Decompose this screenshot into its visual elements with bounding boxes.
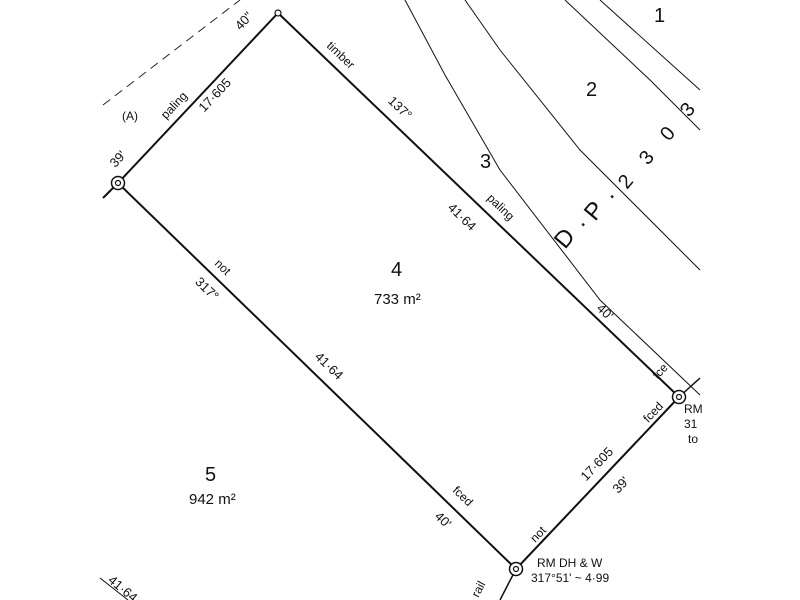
plan-ref-digit-3b: 3 [676, 99, 700, 122]
lot-number-2: 2 [586, 79, 597, 101]
sw-length: 41·64 [312, 349, 346, 383]
east-rm-line1: RM [684, 402, 703, 416]
corner-mark-east [671, 389, 687, 405]
west-corner-mark-a: (A) [122, 109, 138, 123]
east-rm-line3: to [688, 432, 698, 446]
sw-fence-not: not [212, 256, 234, 278]
lot5-edge-line [99, 577, 129, 600]
west-corner-bearing: 39' [106, 148, 129, 171]
se-fence-fce: fce [650, 360, 671, 381]
lot5-area: 942 m² [189, 491, 236, 508]
rail-label: rail [469, 579, 489, 600]
se-fence-not: not [527, 523, 549, 545]
sw-bearing-min: 40' [432, 508, 455, 531]
nw-bearing-sec: 40" [232, 9, 256, 33]
lot-number-4: 4 [391, 259, 402, 281]
plan-ref-dot2: . [595, 181, 620, 203]
plan-ref-digit-0: 0 [656, 123, 680, 146]
plan-ref-digit-3a: 3 [635, 147, 659, 170]
se-fence-fced: fced [640, 399, 666, 425]
ne-bearing: 137° [385, 93, 415, 122]
dashed-boundary-line [102, 0, 241, 106]
lot5-edge-length: 41·64 [105, 572, 140, 600]
nw-fence-paling: paling [158, 89, 190, 122]
lot-number-1: 1 [654, 5, 665, 27]
ne-fence-paling: paling [484, 191, 517, 223]
south-rm-line2: 317°51' ~ 4·99 [531, 571, 609, 585]
adjoining-lot-lines [404, 0, 701, 396]
lot4-boundary [102, 12, 701, 600]
plan-ref-digit-2: 2 [614, 171, 638, 194]
ne-length: 41·64 [445, 200, 479, 234]
lot-number-3: 3 [480, 151, 491, 173]
plan-ref-d: D [549, 223, 581, 254]
se-length: 17·605 [577, 444, 616, 484]
deposited-plan-ref: D . P . 2 3 0 3 [549, 99, 700, 254]
sw-fence-fced: fced [450, 483, 476, 509]
lot-number-5: 5 [205, 464, 216, 486]
se-bearing: 39' [609, 474, 632, 497]
corner-mark-north [274, 9, 282, 17]
east-rm-line2: 31 [684, 417, 698, 431]
corner-mark-south [508, 561, 524, 577]
south-rm-line1: RM DH & W [537, 556, 603, 570]
corner-mark-west [110, 175, 126, 191]
ne-fence-timber: timber [324, 39, 358, 72]
lot4-area: 733 m² [374, 291, 421, 308]
